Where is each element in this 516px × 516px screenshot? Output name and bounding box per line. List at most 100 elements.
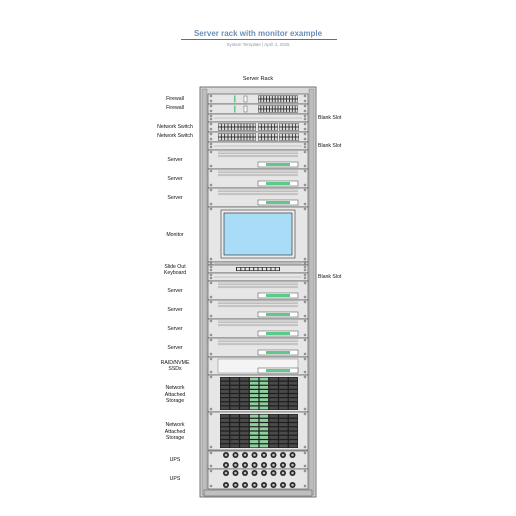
port — [258, 95, 261, 99]
nas-drive — [230, 377, 239, 381]
nas-drive — [279, 431, 288, 435]
port — [238, 127, 241, 131]
port — [221, 127, 225, 131]
port — [225, 137, 228, 141]
port — [275, 137, 278, 141]
port — [231, 137, 235, 141]
mount-hole — [303, 281, 307, 285]
port — [218, 127, 221, 131]
label-server-4: Server — [167, 287, 183, 294]
nas-drive — [240, 394, 249, 398]
port — [292, 133, 296, 137]
port — [258, 137, 261, 141]
port — [225, 133, 228, 137]
port — [264, 99, 267, 103]
port — [289, 123, 292, 127]
port — [244, 133, 247, 137]
nas-drive — [240, 418, 249, 422]
mount-hole — [303, 445, 307, 449]
nas-drive — [259, 444, 269, 448]
label-firewall-1: Firewall — [166, 95, 184, 102]
nas-drive — [259, 377, 269, 381]
ups-outlet-core — [272, 463, 275, 467]
rack-rail-right — [308, 88, 315, 496]
nas-drive — [220, 389, 230, 393]
port — [295, 95, 298, 99]
port — [261, 127, 265, 131]
port — [284, 105, 287, 109]
mount-hole — [303, 319, 307, 323]
ups-outlet-core — [224, 453, 228, 457]
port — [247, 137, 250, 141]
ups-outlet-core — [243, 483, 247, 487]
port — [292, 137, 296, 141]
ups-outlet-core — [253, 453, 256, 457]
port — [268, 127, 271, 131]
keyboard-key — [237, 267, 241, 271]
port — [296, 123, 299, 127]
label-server-1: Server — [167, 156, 183, 163]
mount-hole — [209, 114, 213, 118]
nas-drive — [279, 435, 288, 439]
mount-hole — [209, 314, 213, 318]
nas-drive — [220, 414, 230, 418]
label-blank-slot-1: Blank Slot — [318, 114, 342, 121]
label-server-3: Server — [167, 194, 183, 201]
port — [278, 105, 281, 109]
port — [231, 123, 235, 127]
mount-hole — [209, 109, 213, 113]
nas-drive — [240, 377, 249, 381]
mount-hole — [303, 260, 307, 264]
port — [292, 99, 295, 103]
mount-hole — [303, 333, 307, 337]
mount-hole — [209, 183, 213, 187]
nas-drive — [288, 440, 298, 444]
port — [278, 109, 281, 113]
server-status-led — [266, 313, 290, 316]
nas-drive — [230, 398, 239, 402]
label-server-6: Server — [167, 325, 183, 332]
mount-hole — [209, 451, 213, 455]
mount-hole — [303, 109, 307, 113]
ups-outlet-core — [253, 463, 256, 467]
mount-hole — [303, 407, 307, 411]
nas-drive — [220, 435, 230, 439]
mount-hole — [209, 268, 213, 272]
page-subtitle: System Template | April 4, 2025 — [226, 42, 290, 47]
mount-hole — [303, 484, 307, 488]
server-status-led — [266, 351, 290, 354]
mount-hole — [303, 150, 307, 154]
nas-drive — [220, 440, 230, 444]
port — [281, 95, 284, 99]
nas-drive — [230, 423, 239, 427]
port — [261, 105, 264, 109]
port — [286, 127, 289, 131]
port — [250, 137, 253, 141]
mount-hole — [209, 484, 213, 488]
mount-hole — [303, 273, 307, 277]
port — [266, 109, 270, 113]
mount-hole — [303, 469, 307, 473]
nas-drive — [220, 385, 230, 389]
port — [265, 133, 268, 137]
ups-outlet-core — [281, 463, 285, 467]
port — [282, 133, 286, 137]
mount-hole — [209, 257, 213, 261]
port — [279, 137, 282, 141]
nas-drive — [269, 423, 278, 427]
port — [272, 105, 275, 109]
port — [241, 123, 244, 127]
port — [271, 127, 275, 131]
port — [282, 123, 286, 127]
mount-hole — [303, 132, 307, 136]
port — [278, 95, 281, 99]
port — [272, 99, 275, 103]
title-underline — [181, 39, 337, 40]
port — [268, 133, 271, 137]
label-ups-1: UPS — [169, 456, 181, 463]
ups-outlet-core — [262, 483, 266, 487]
port — [258, 133, 261, 137]
